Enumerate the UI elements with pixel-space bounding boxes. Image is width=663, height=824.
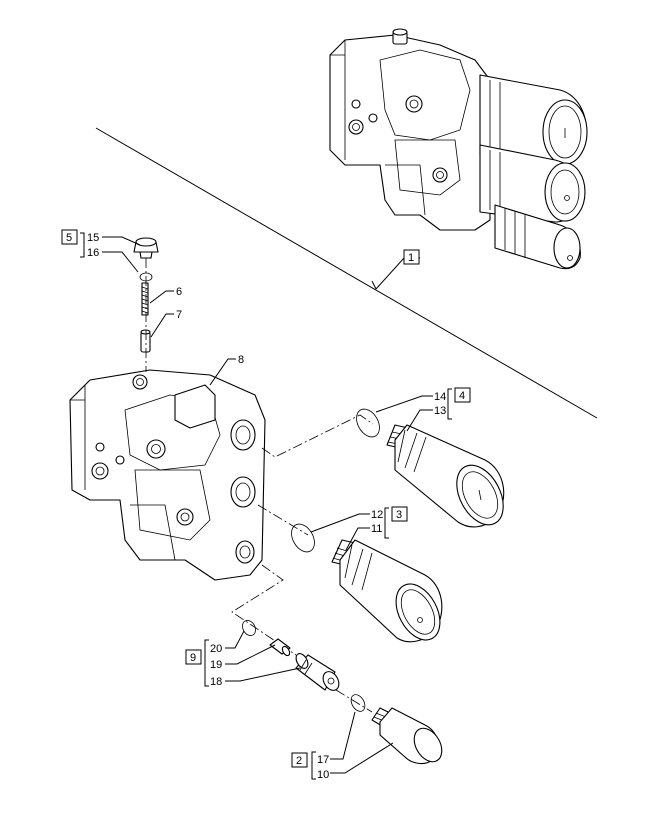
leader-lines — [80, 232, 452, 780]
assembled-valve-section — [329, 28, 588, 270]
callout-18: 18 — [210, 676, 222, 688]
solenoid-part-13 — [386, 424, 505, 528]
pin-part-7 — [140, 329, 151, 353]
callout-6: 6 — [176, 286, 182, 298]
callout-19: 19 — [210, 659, 222, 671]
callout-10: 10 — [317, 769, 329, 781]
solenoid-part-10 — [371, 707, 443, 765]
callout-8: 8 — [238, 354, 244, 366]
spring-part-6 — [141, 282, 149, 316]
callout-14: 14 — [434, 391, 446, 403]
callout-9: 9 — [190, 652, 196, 664]
callout-box-1 — [403, 249, 420, 265]
callout-box-4 — [454, 387, 471, 403]
callout-12: 12 — [371, 509, 383, 521]
callout-11: 11 — [371, 523, 382, 535]
callout-17: 17 — [317, 754, 329, 766]
callout-box-5 — [61, 229, 78, 245]
callout-4: 4 — [459, 390, 465, 402]
callout-15: 15 — [87, 232, 99, 244]
o-ring-part-20 — [242, 620, 256, 636]
assembly-centerlines — [145, 258, 374, 713]
plug-part-15 — [133, 237, 159, 259]
callout-7: 7 — [176, 309, 182, 321]
o-ring-part-17 — [350, 694, 366, 712]
o-ring-part-14 — [356, 408, 380, 438]
callout-13: 13 — [434, 405, 446, 417]
callout-20: 20 — [210, 643, 222, 655]
callout-3: 3 — [396, 509, 402, 521]
callout-5: 5 — [66, 232, 72, 244]
o-ring-part-12 — [291, 523, 315, 553]
cartridge-part-18 — [295, 653, 340, 691]
callout-1: 1 — [408, 252, 414, 264]
solenoid-part-11 — [331, 539, 443, 643]
callout-2: 2 — [296, 755, 302, 767]
callout-16: 16 — [87, 247, 99, 259]
callout-box-2 — [291, 752, 308, 768]
callout-box-3 — [391, 506, 408, 522]
plunger-part-19 — [269, 638, 291, 657]
valve-body-part-8 — [69, 369, 266, 581]
callout-box-9 — [185, 649, 202, 665]
